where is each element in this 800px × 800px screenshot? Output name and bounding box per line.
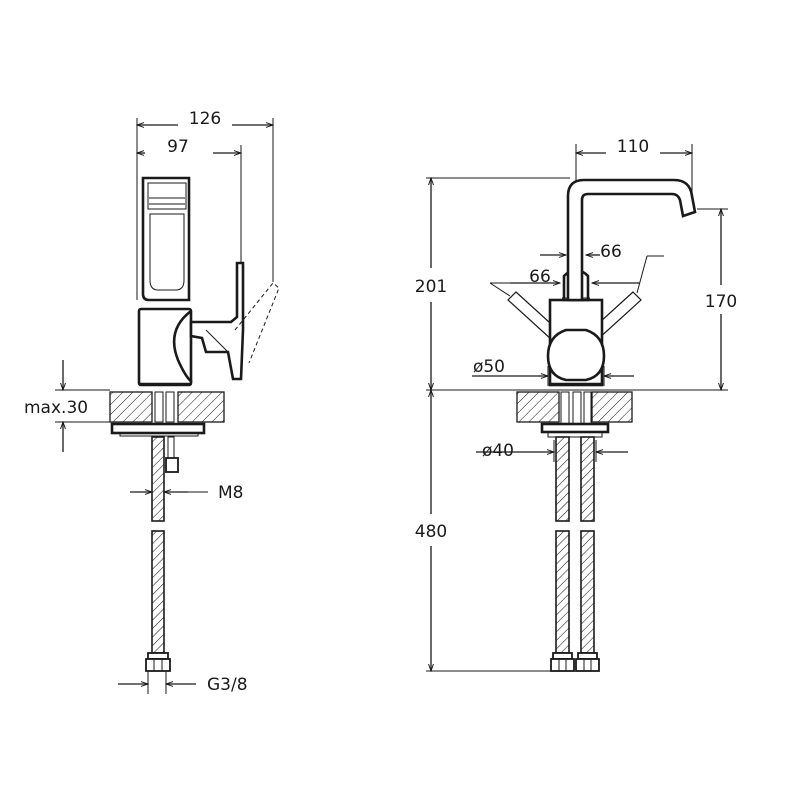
dim-angles: 66 66 (490, 242, 640, 287)
dim-m8: M8 (130, 480, 243, 503)
dim-max-thickness-label: max.30 (24, 398, 88, 418)
mounting-plate-front (540, 422, 610, 438)
faucet-body-side (137, 307, 193, 387)
dim-max30: max.30 (24, 360, 88, 452)
dim-angle-right-label: 66 (600, 242, 622, 262)
dim-d40: ø40 (476, 441, 628, 461)
spout-front (566, 178, 697, 302)
faucet-body-front (546, 298, 606, 387)
countertop-section (109, 391, 225, 423)
dim-total-height-label: 201 (415, 277, 447, 297)
dim-97: 97 (137, 137, 241, 157)
dim-hole-diameter-label: ø40 (482, 441, 514, 461)
dim-d50: ø50 (472, 357, 634, 377)
lever-handle (189, 261, 245, 381)
dim-connection-label: G3/8 (207, 675, 248, 695)
dim-170: 170 (705, 209, 737, 390)
side-view: 126 97 max.30 M8 G3/8 (24, 109, 280, 695)
countertop-section-front (516, 391, 633, 423)
dim-spout-height-label: 170 (705, 292, 737, 312)
lever-handle-open-ghost (234, 282, 280, 364)
mounting-plate (110, 422, 206, 437)
dim-body-diameter-label: ø50 (473, 357, 505, 377)
dim-thread-label: M8 (218, 483, 243, 503)
dim-angle-left-label: 66 (529, 267, 551, 287)
mounting-studs-front (560, 391, 592, 425)
dim-g38: G3/8 (118, 672, 248, 695)
front-view: 110 201 170 480 66 66 (415, 137, 737, 671)
dim-480: 480 (415, 390, 447, 671)
dim-total-width-label: 126 (189, 109, 221, 129)
dim-handle-width-label: 97 (167, 137, 189, 157)
mounting-studs (154, 391, 175, 423)
flexible-hose (151, 436, 165, 654)
dim-110: 110 (576, 137, 692, 157)
dim-201: 201 (415, 178, 447, 390)
dim-hose-length-label: 480 (415, 522, 447, 542)
dim-126: 126 (137, 109, 273, 129)
spout-side (141, 176, 191, 302)
hose-connector-nuts-front (550, 652, 600, 672)
dim-spout-reach-label: 110 (617, 137, 649, 157)
flexible-hoses-front (555, 436, 595, 654)
threaded-rod (165, 436, 179, 473)
hose-connector-nut (145, 652, 171, 672)
